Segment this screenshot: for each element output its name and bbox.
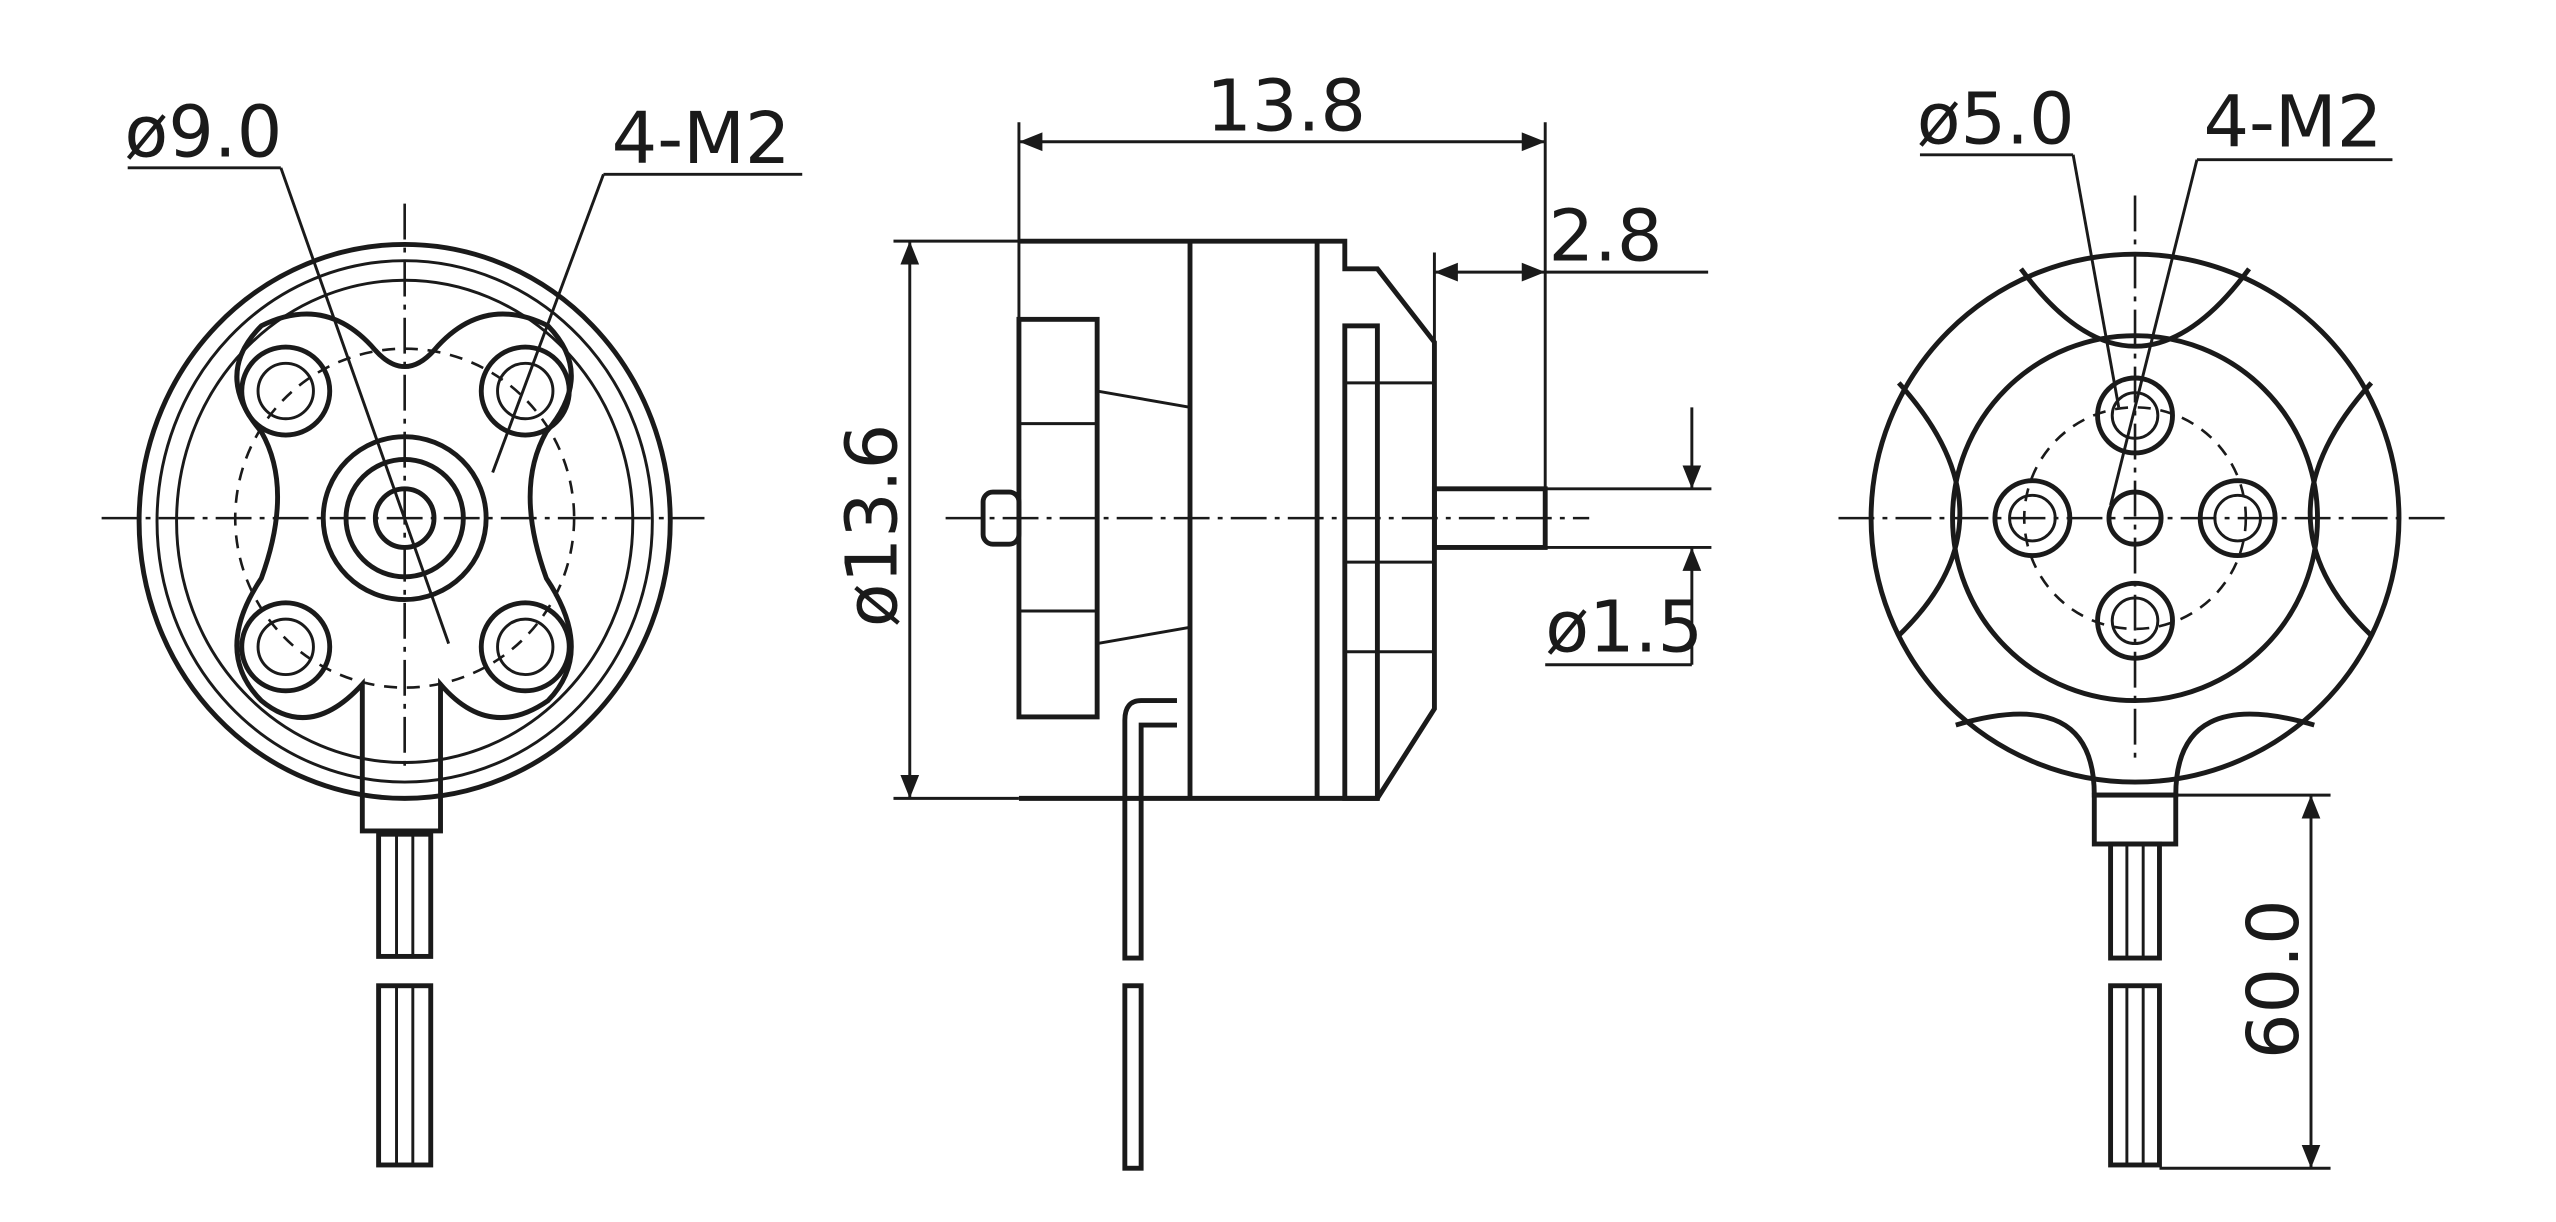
shaft-length-dimension: 2.8 — [1548, 194, 1662, 278]
mount-hole — [2095, 375, 2175, 456]
mount-hole — [239, 600, 333, 694]
shaft — [372, 486, 437, 550]
mount-hole — [478, 344, 572, 438]
mount-hole — [1992, 478, 2073, 559]
diameter-dimension: ø13.6 — [830, 424, 914, 627]
outer-bell — [136, 241, 673, 801]
wire-exit — [2091, 792, 2179, 847]
mount-hole-inner — [2110, 391, 2160, 440]
motor-body — [1018, 238, 1437, 801]
bell-inner-rim — [155, 259, 654, 784]
lead-wires — [2108, 841, 2162, 961]
lead-wires-end — [2108, 983, 2162, 1168]
length-dimension: 13.8 — [1206, 63, 1366, 147]
shaft-diameter-dimension: ø1.5 — [1545, 585, 1703, 669]
mount-hole — [239, 344, 333, 438]
bearing — [343, 457, 466, 580]
bolt-circle-dimension: ø9.0 — [124, 89, 282, 173]
mount-hole — [478, 600, 572, 694]
thread-dimension: 4-M2 — [612, 96, 791, 180]
mount-hole-inner — [2213, 493, 2262, 543]
bolt-circle-dimension: ø5.0 — [1917, 76, 2075, 160]
mount-hole-inner — [496, 361, 555, 421]
rear-cap — [980, 489, 1022, 547]
lead-wire-end — [1122, 983, 1144, 1171]
center-hole — [2106, 489, 2164, 547]
side-view: 13.8 2.8 ø13.6 ø1.5 — [830, 63, 1712, 1171]
spoke — [2307, 381, 2374, 638]
mount-hole-inner — [2110, 596, 2160, 646]
front-view: ø9.0 4-M2 — [101, 89, 803, 1168]
spoke — [2019, 267, 2252, 349]
spoke — [1896, 381, 1963, 638]
inner-housing — [1950, 333, 2320, 704]
shaft — [1431, 486, 1548, 550]
outer-housing — [1868, 251, 2402, 785]
mount-hole-inner — [2008, 493, 2057, 543]
mount-cross — [234, 311, 574, 834]
lead-length-dimension: 60.0 — [2231, 899, 2315, 1059]
mount-hole-inner — [256, 361, 315, 421]
bearing-housing — [320, 434, 489, 603]
leader-line — [279, 167, 451, 645]
mount-hole — [2197, 478, 2278, 559]
bolt-circle — [2022, 406, 2248, 631]
leader-line — [491, 173, 605, 474]
leader-line — [2071, 154, 2121, 408]
taper-line — [1096, 389, 1191, 409]
leader-line — [2109, 159, 2199, 506]
lead-wires-end — [376, 983, 434, 1168]
lead-wire — [1122, 698, 1177, 961]
thread-dimension: 4-M2 — [2203, 80, 2382, 164]
bolt-circle — [233, 347, 576, 689]
mount-hole-inner — [256, 617, 315, 677]
taper-line — [1096, 625, 1191, 646]
lead-wires — [376, 831, 434, 959]
mount-hole-inner — [496, 617, 555, 677]
bell-inner-ring — [175, 278, 635, 764]
mount-hole — [2095, 580, 2175, 661]
rear-view: ø5.0 4-M2 60.0 — [1838, 76, 2445, 1170]
